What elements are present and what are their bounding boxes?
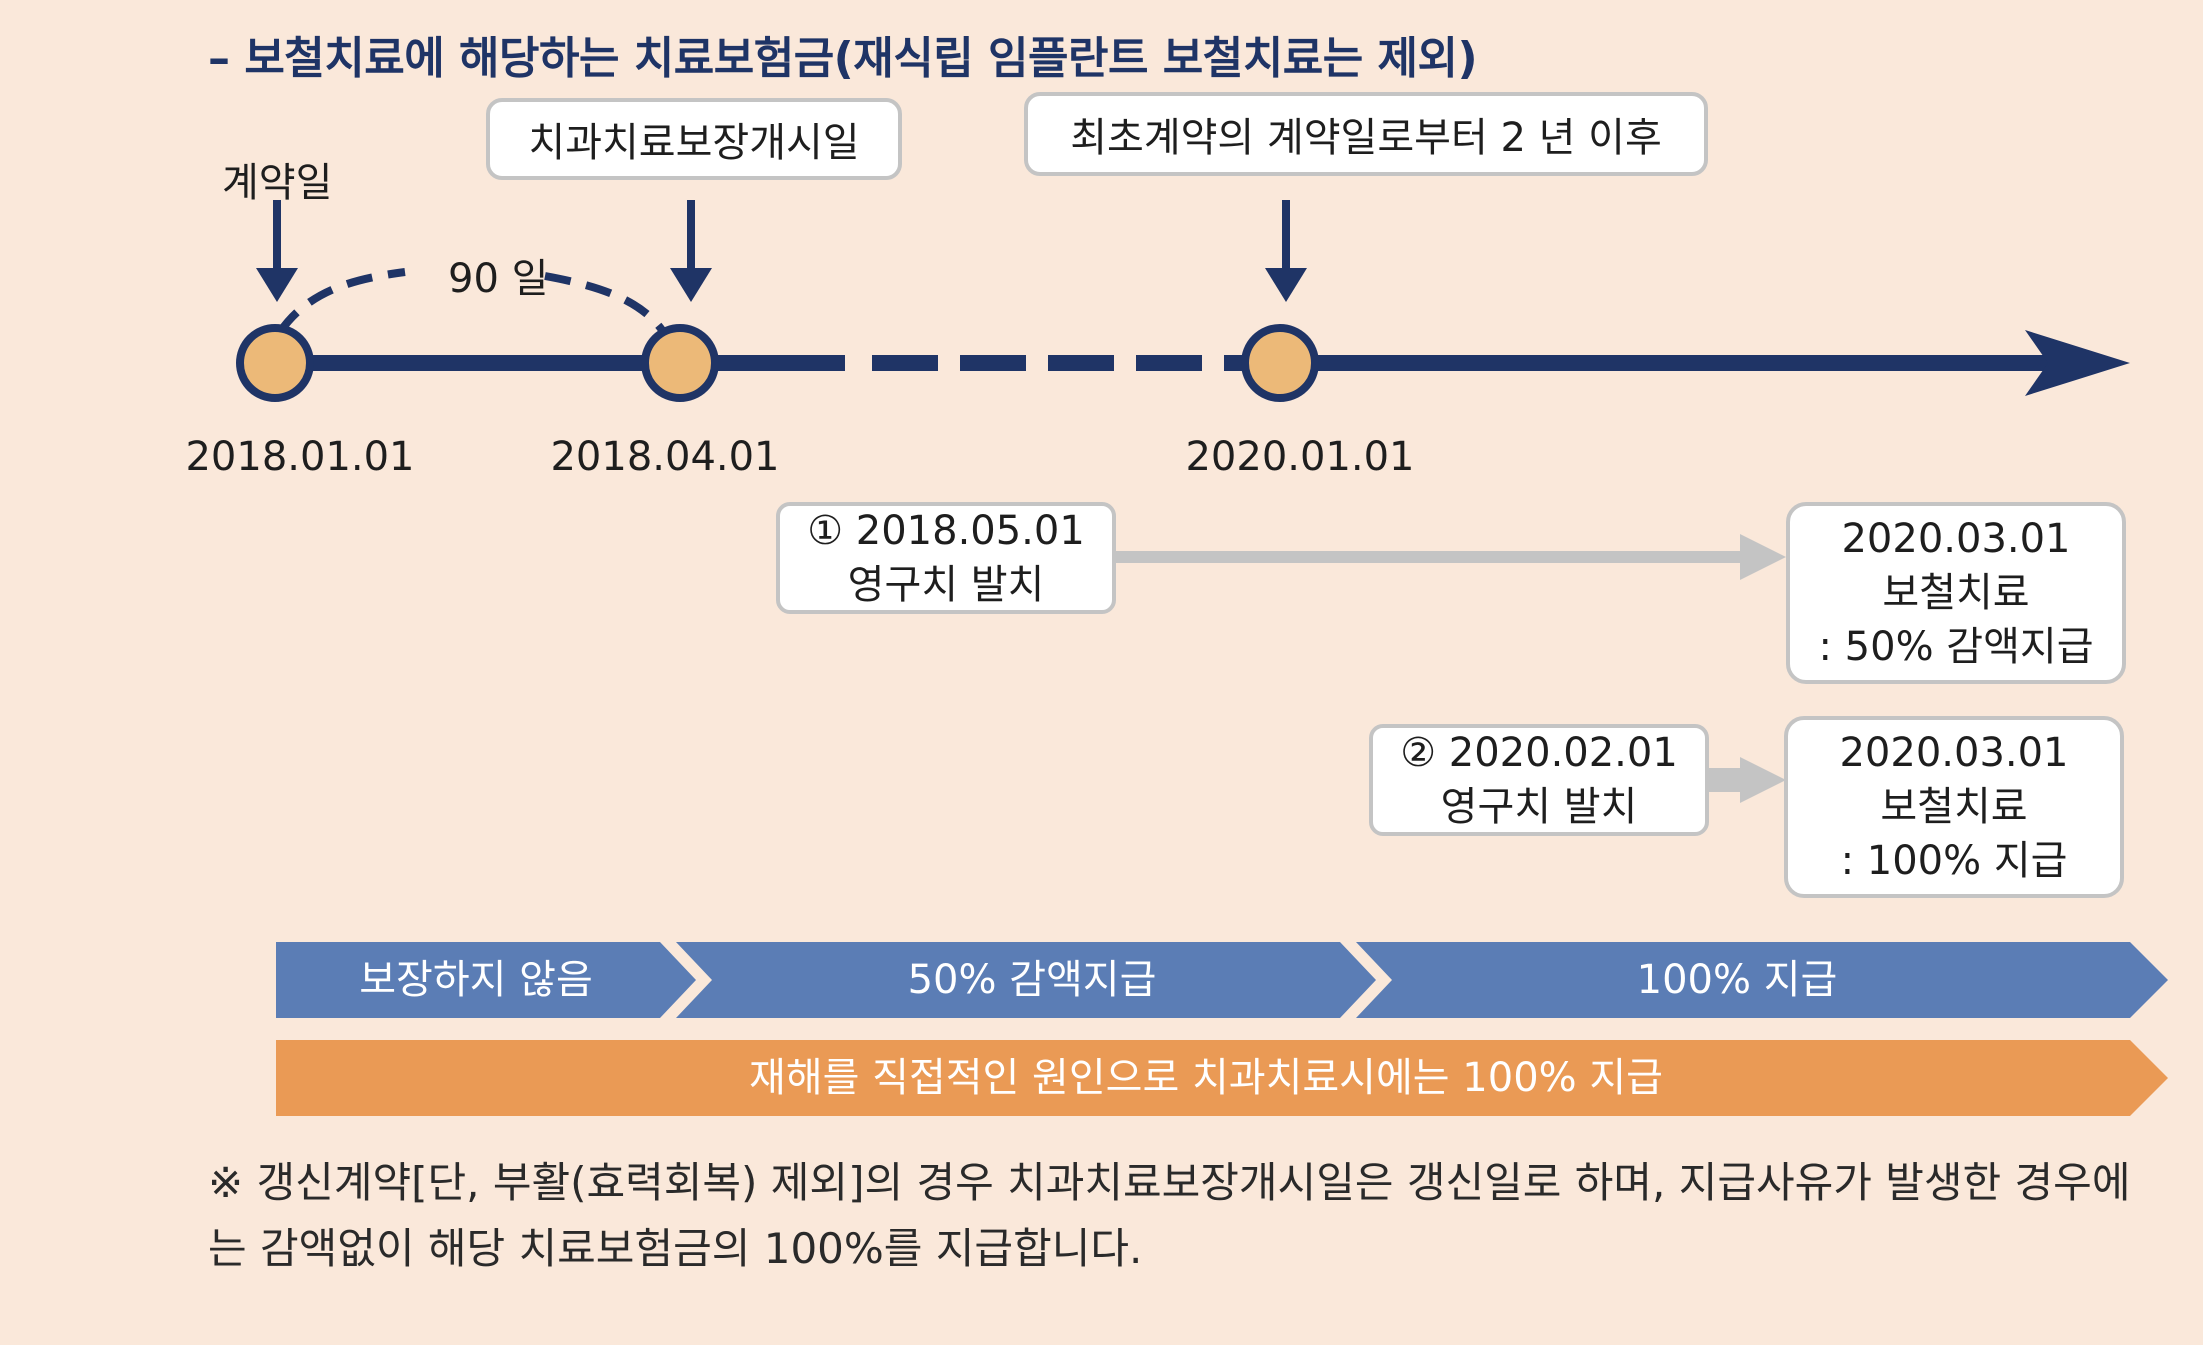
coverage-start-label: 치과치료보장개시일 — [528, 120, 860, 166]
interval-arc — [276, 268, 406, 335]
interval-arc-right — [544, 272, 666, 333]
timeline-arrowhead — [2025, 330, 2130, 396]
arrow-down-contract — [256, 200, 298, 302]
node-two-years — [1241, 324, 1319, 402]
case-1-start-date-line: ① 2018.05.01 — [807, 504, 1085, 558]
page-title: – 보철치료에 해당하는 치료보험금(재식립 임플란트 보철치료는 제외) — [208, 33, 1478, 84]
date-contract-day: 2018.01.01 — [185, 434, 415, 480]
case-2-start-event: 영구치 발치 — [1440, 784, 1638, 830]
band-not-covered — [276, 942, 696, 1018]
date-coverage-start: 2018.04.01 — [550, 434, 780, 480]
case-2-start-box: ② 2020.02.01 영구치 발치 — [1369, 724, 1709, 836]
node-coverage-start — [641, 324, 719, 402]
case-1-start-box: ① 2018.05.01 영구치 발치 — [776, 502, 1116, 614]
two-years-label: 최초계약의 계약일로부터 2 년 이후 — [1070, 115, 1662, 161]
case-1-end-box: 2020.03.01 보철치료 : 50% 감액지급 — [1786, 502, 2126, 684]
coverage-start-callout: 치과치료보장개시일 — [486, 98, 902, 180]
band-accident — [276, 1040, 2168, 1116]
date-two-years: 2020.01.01 — [1185, 434, 1415, 480]
case-2-end-date: 2020.03.01 — [1839, 730, 2069, 776]
case-1-start-date: 2018.05.01 — [855, 508, 1085, 554]
case-1-arrow — [1113, 534, 1786, 580]
arrow-down-coverage-start — [670, 200, 712, 302]
case-2-end-box: 2020.03.01 보철치료 : 100% 지급 — [1784, 716, 2124, 898]
band-50-percent-label: 50% 감액지급 — [907, 957, 1157, 1003]
arrow-down-two-years — [1265, 200, 1307, 302]
band-100-percent — [1356, 942, 2168, 1018]
band-not-covered-label: 보장하지 않음 — [359, 957, 593, 1003]
case-2-start-date: 2020.02.01 — [1448, 730, 1678, 776]
case-1-marker: ① — [807, 508, 844, 554]
band-100-percent-label: 100% 지급 — [1636, 957, 1838, 1003]
contract-day-label: 계약일 — [222, 160, 333, 206]
case-2-start-date-line: ② 2020.02.01 — [1400, 726, 1678, 780]
case-1-end-event: 보철치료 — [1882, 570, 2030, 616]
node-contract-day — [236, 324, 314, 402]
case-1-start-event: 영구치 발치 — [847, 562, 1045, 608]
case-2-arrow — [1705, 757, 1786, 803]
two-years-callout: 최초계약의 계약일로부터 2 년 이후 — [1024, 92, 1708, 176]
case-1-end-result: : 50% 감액지급 — [1818, 624, 2094, 670]
case-2-end-event: 보철치료 — [1880, 784, 2028, 830]
band-50-percent — [676, 942, 1376, 1018]
footnote: ※ 갱신계약[단, 부활(효력회복) 제외]의 경우 치과치료보장개시일은 갱신… — [208, 1158, 2131, 1273]
case-2-marker: ② — [1400, 730, 1437, 776]
band-accident-label: 재해를 직접적인 원인으로 치과치료시에는 100% 지급 — [749, 1055, 1663, 1101]
case-2-end-result: : 100% 지급 — [1840, 838, 2068, 884]
case-1-end-date: 2020.03.01 — [1841, 516, 2071, 562]
interval-label: 90 일 — [448, 256, 549, 302]
